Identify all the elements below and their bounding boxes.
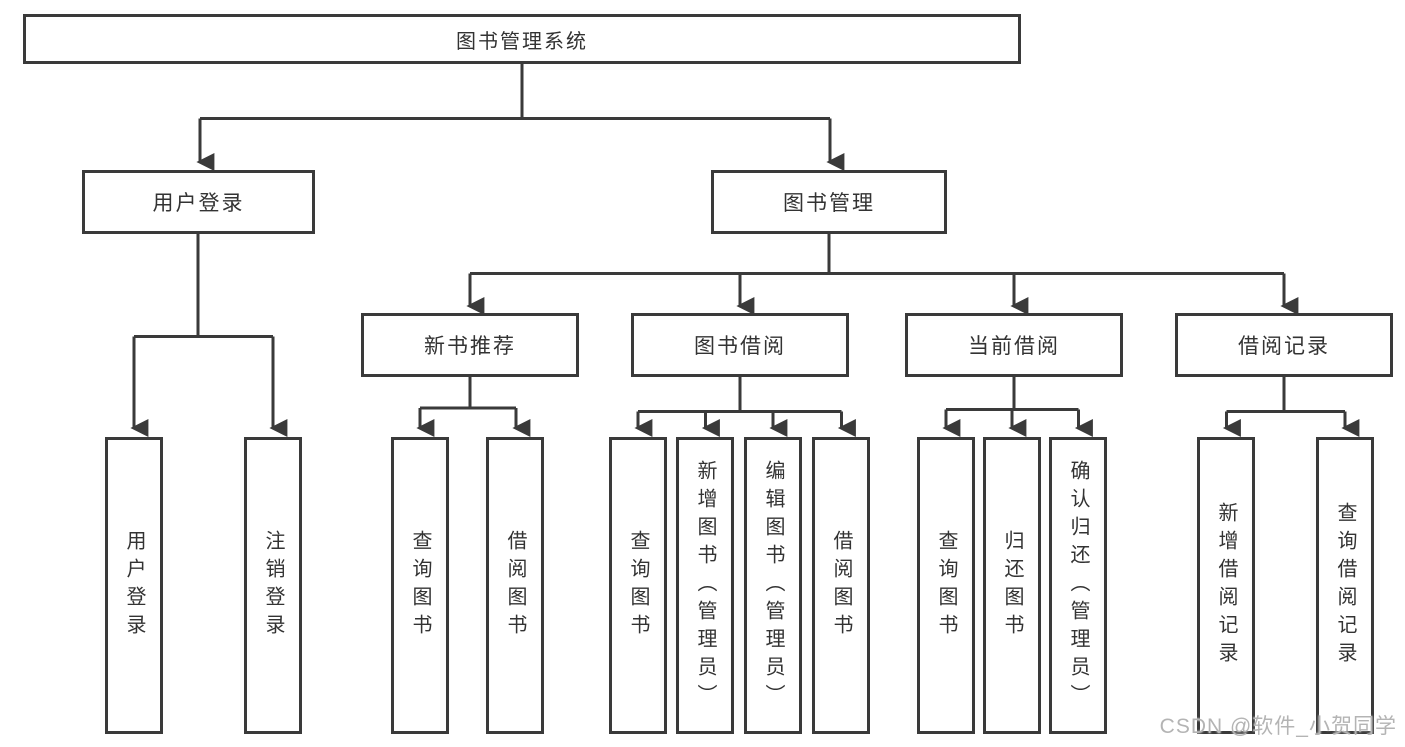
node-user-login: 用户登录: [82, 170, 315, 234]
node-book-management: 图书管理: [711, 170, 947, 234]
leaf-label: 查询图书: [409, 529, 431, 642]
leaf-user-login: 用户登录: [105, 437, 163, 734]
leaf-label: 借阅图书: [504, 529, 526, 642]
leaf-return-books: 归还图书: [983, 437, 1041, 734]
leaf-label: 注销登录: [262, 529, 284, 642]
leaf-logout: 注销登录: [244, 437, 302, 734]
leaf-label: 归还图书: [1001, 529, 1023, 642]
node-new-book-recommendation: 新书推荐: [361, 313, 579, 377]
node-label: 新书推荐: [424, 335, 516, 358]
node-borrowing-records: 借阅记录: [1175, 313, 1393, 377]
leaf-add-borrow-record: 新增借阅记录: [1197, 437, 1255, 734]
node-current-borrowing: 当前借阅: [905, 313, 1123, 377]
leaf-label: 确认归还（管理员）: [1067, 459, 1089, 712]
node-label: 图书管理系统: [456, 30, 588, 53]
leaf-label: 编辑图书（管理员）: [762, 459, 784, 712]
node-book-borrowing: 图书借阅: [631, 313, 849, 377]
leaf-query-books-borrow: 查询图书: [609, 437, 667, 734]
leaf-label: 查询图书: [627, 529, 649, 642]
node-library-system: 图书管理系统: [23, 14, 1021, 64]
leaf-query-books-current: 查询图书: [917, 437, 975, 734]
node-label: 当前借阅: [968, 335, 1060, 358]
node-label: 图书借阅: [694, 335, 786, 358]
leaf-label: 新增借阅记录: [1215, 501, 1237, 670]
leaf-add-books-admin: 新增图书（管理员）: [676, 437, 734, 734]
leaf-borrow-books-recommend: 借阅图书: [486, 437, 544, 734]
leaf-edit-books-admin: 编辑图书（管理员）: [744, 437, 802, 734]
node-label: 借阅记录: [1238, 335, 1330, 358]
leaf-query-books-recommend: 查询图书: [391, 437, 449, 734]
csdn-watermark: CSDN @软件_小贺同学: [1159, 715, 1397, 738]
leaf-confirm-return-admin: 确认归还（管理员）: [1049, 437, 1107, 734]
leaf-label: 查询图书: [935, 529, 957, 642]
leaf-label: 借阅图书: [830, 529, 852, 642]
leaf-label: 新增图书（管理员）: [694, 459, 716, 712]
leaf-label: 用户登录: [123, 529, 145, 642]
node-label: 图书管理: [783, 192, 875, 215]
leaf-query-borrow-record: 查询借阅记录: [1316, 437, 1374, 734]
leaf-label: 查询借阅记录: [1334, 501, 1356, 670]
node-label: 用户登录: [152, 192, 245, 215]
leaf-borrow-books: 借阅图书: [812, 437, 870, 734]
